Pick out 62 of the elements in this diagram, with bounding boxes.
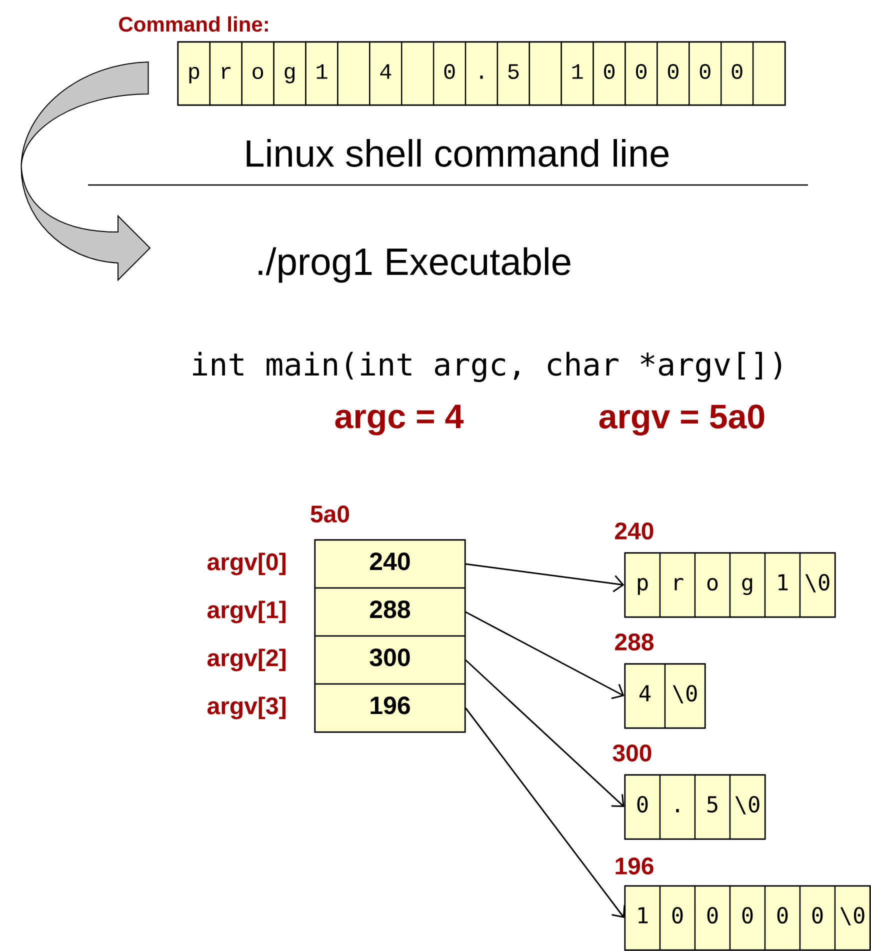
caption-text: Linux shell command line bbox=[246, 139, 669, 167]
array-cell: 0 bbox=[729, 885, 766, 951]
array-cell: r bbox=[209, 41, 242, 106]
array-cell bbox=[528, 41, 562, 106]
index-label: argv[1] bbox=[207, 600, 286, 624]
array-cell bbox=[752, 41, 786, 106]
array-cell: 0 bbox=[799, 885, 836, 951]
array-cell: 196 bbox=[314, 683, 466, 733]
array-cell: 5 bbox=[694, 774, 731, 840]
array-cell: . bbox=[659, 774, 696, 840]
array-cell: 300 bbox=[314, 635, 466, 685]
arrow bbox=[465, 659, 624, 808]
array-cell: 0 bbox=[432, 41, 466, 106]
curved-block-arrow bbox=[20, 62, 150, 280]
array-cell: o bbox=[694, 552, 731, 618]
array-cell: 240 bbox=[314, 539, 466, 589]
array-cell: g bbox=[729, 552, 766, 618]
address-label: 5a0 bbox=[310, 506, 350, 522]
array-cell: 1 bbox=[624, 885, 661, 951]
array-cell: 0 bbox=[624, 41, 658, 106]
array-cell: 4 bbox=[624, 663, 666, 729]
array-cell: 1 bbox=[764, 552, 801, 618]
array-cell: p bbox=[624, 552, 661, 618]
address-label: 300 bbox=[612, 744, 652, 762]
array-cell: 0 bbox=[694, 885, 731, 951]
array-cell: 0 bbox=[688, 41, 722, 106]
argument-value: argv = 5a0 bbox=[599, 404, 764, 436]
array-cell: g bbox=[273, 41, 306, 106]
address-label: Command line: bbox=[119, 16, 268, 32]
caption-text: ./prog1 Executable bbox=[258, 247, 570, 283]
array-cell: \0 bbox=[729, 774, 766, 840]
array-cell: 0 bbox=[720, 41, 754, 106]
array-cell: . bbox=[464, 41, 498, 106]
array-cell: 0 bbox=[656, 41, 690, 106]
array-cell: 0 bbox=[764, 885, 801, 951]
array-cell: 5 bbox=[496, 41, 530, 106]
array-cell: 0 bbox=[659, 885, 696, 951]
array-cell bbox=[401, 41, 434, 106]
array-cell: o bbox=[241, 41, 274, 106]
array-cell: \0 bbox=[799, 552, 836, 618]
arrow bbox=[466, 563, 624, 592]
array-cell: p bbox=[177, 41, 211, 106]
arrow bbox=[465, 708, 626, 918]
array-cell: 0 bbox=[592, 41, 626, 106]
index-label: argv[2] bbox=[207, 648, 286, 672]
array-cell: \0 bbox=[834, 885, 871, 951]
argument-value: argc = 4 bbox=[335, 404, 464, 436]
address-label: 240 bbox=[615, 522, 654, 540]
array-cell: 1 bbox=[305, 41, 338, 106]
function-signature: int main(int argc, char *argv[]) bbox=[193, 352, 782, 382]
arrow bbox=[465, 611, 624, 700]
array-cell: r bbox=[659, 552, 696, 618]
index-label: argv[3] bbox=[207, 696, 286, 720]
array-cell: 288 bbox=[314, 587, 466, 637]
array-cell: 1 bbox=[560, 41, 594, 106]
address-label: 288 bbox=[615, 634, 654, 650]
array-cell: 4 bbox=[369, 41, 402, 106]
array-cell: \0 bbox=[664, 663, 706, 729]
array-cell bbox=[337, 41, 370, 106]
address-label: 196 bbox=[616, 858, 654, 874]
index-label: argv[0] bbox=[207, 552, 286, 576]
array-cell: 0 bbox=[624, 774, 661, 840]
